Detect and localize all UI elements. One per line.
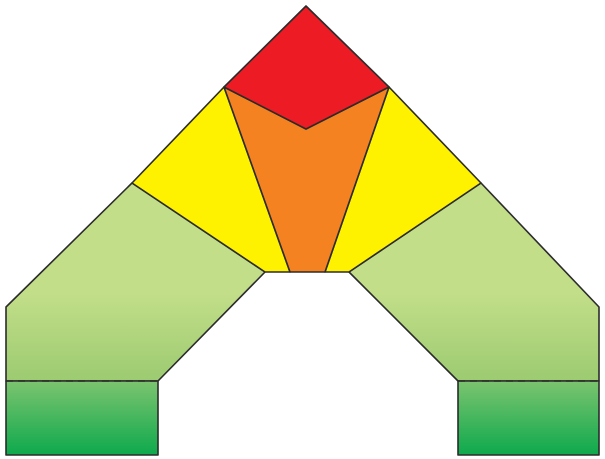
zone-left-base — [6, 381, 158, 455]
zone-right-base — [458, 381, 599, 455]
